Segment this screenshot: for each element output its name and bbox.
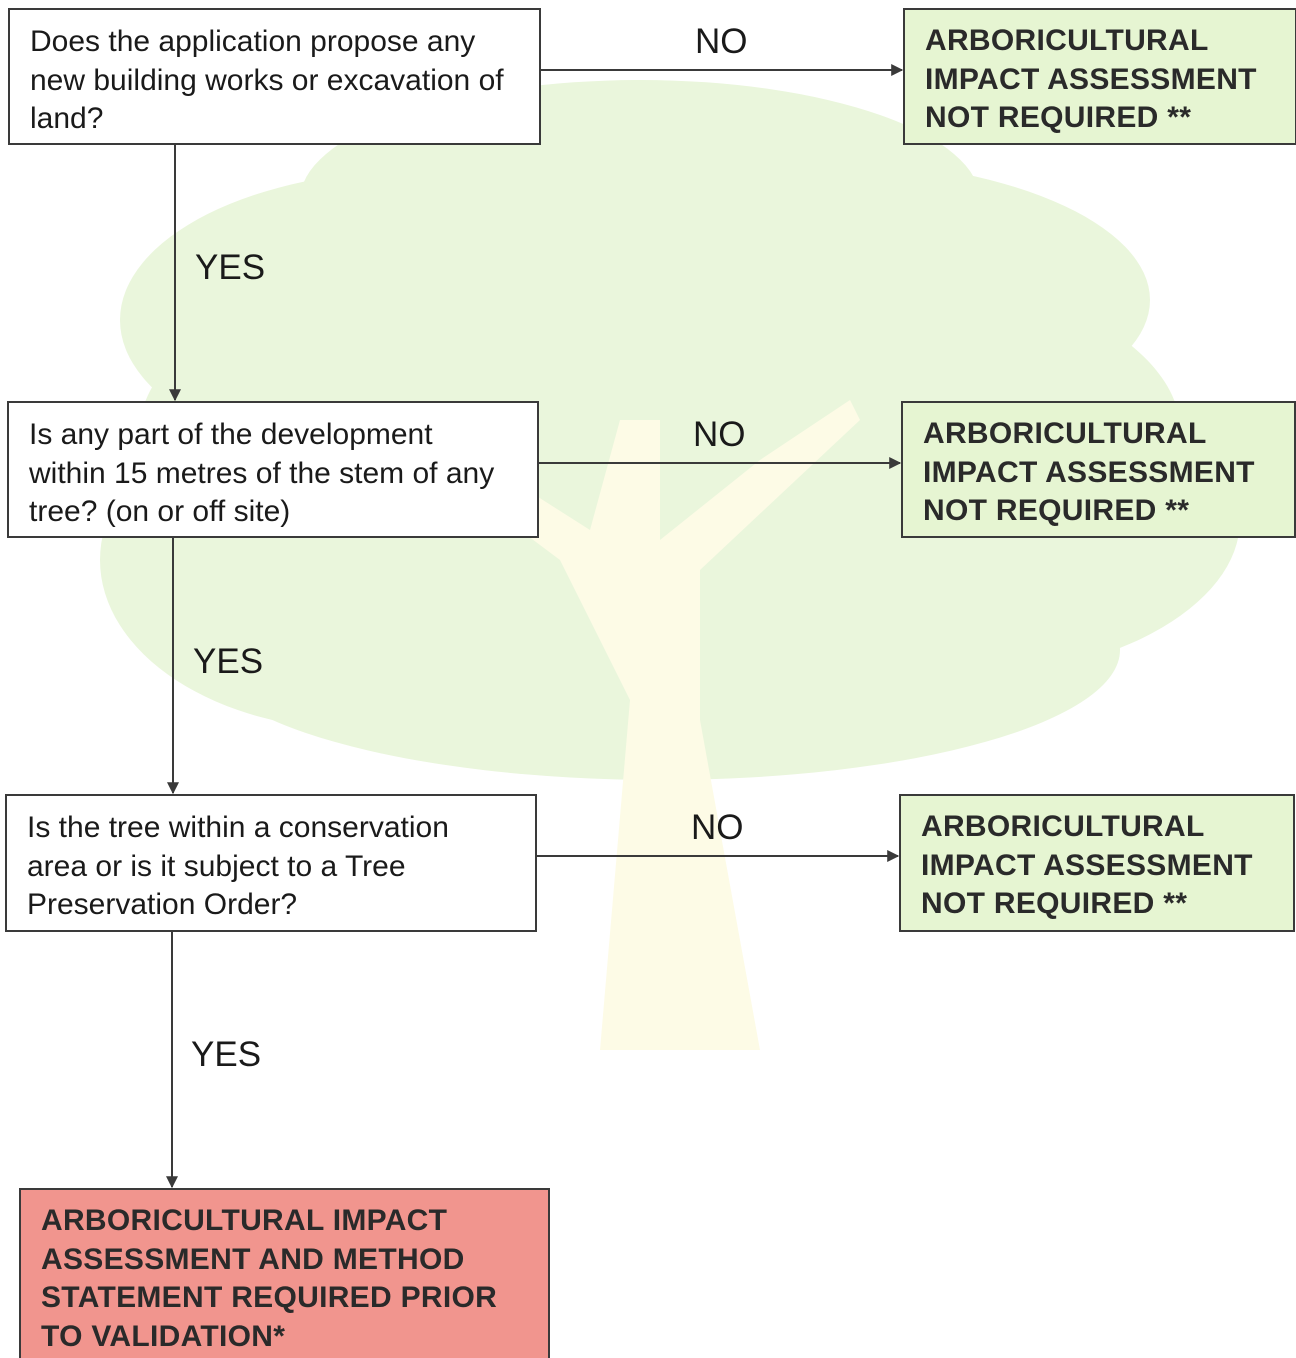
final-outcome-box: ARBORICULTURAL IMPACT ASSESSMENT AND MET…: [19, 1188, 550, 1358]
question-box-3: Is the tree within a conservation area o…: [5, 794, 537, 932]
question-box-2: Is any part of the development within 15…: [7, 401, 539, 538]
outcome-box-1: ARBORICULTURAL IMPACT ASSESSMENT NOT REQ…: [903, 8, 1296, 145]
outcome-box-3: ARBORICULTURAL IMPACT ASSESSMENT NOT REQ…: [899, 794, 1295, 932]
label-no-1: NO: [695, 22, 748, 61]
label-no-3: NO: [691, 808, 744, 847]
label-yes-2: YES: [193, 642, 264, 681]
label-yes-1: YES: [195, 248, 266, 287]
label-yes-3: YES: [191, 1035, 262, 1074]
label-no-2: NO: [693, 415, 746, 454]
outcome-box-2: ARBORICULTURAL IMPACT ASSESSMENT NOT REQ…: [901, 401, 1296, 538]
question-box-1: Does the application propose any new bui…: [8, 8, 541, 145]
tree-trunk: [440, 400, 860, 1050]
